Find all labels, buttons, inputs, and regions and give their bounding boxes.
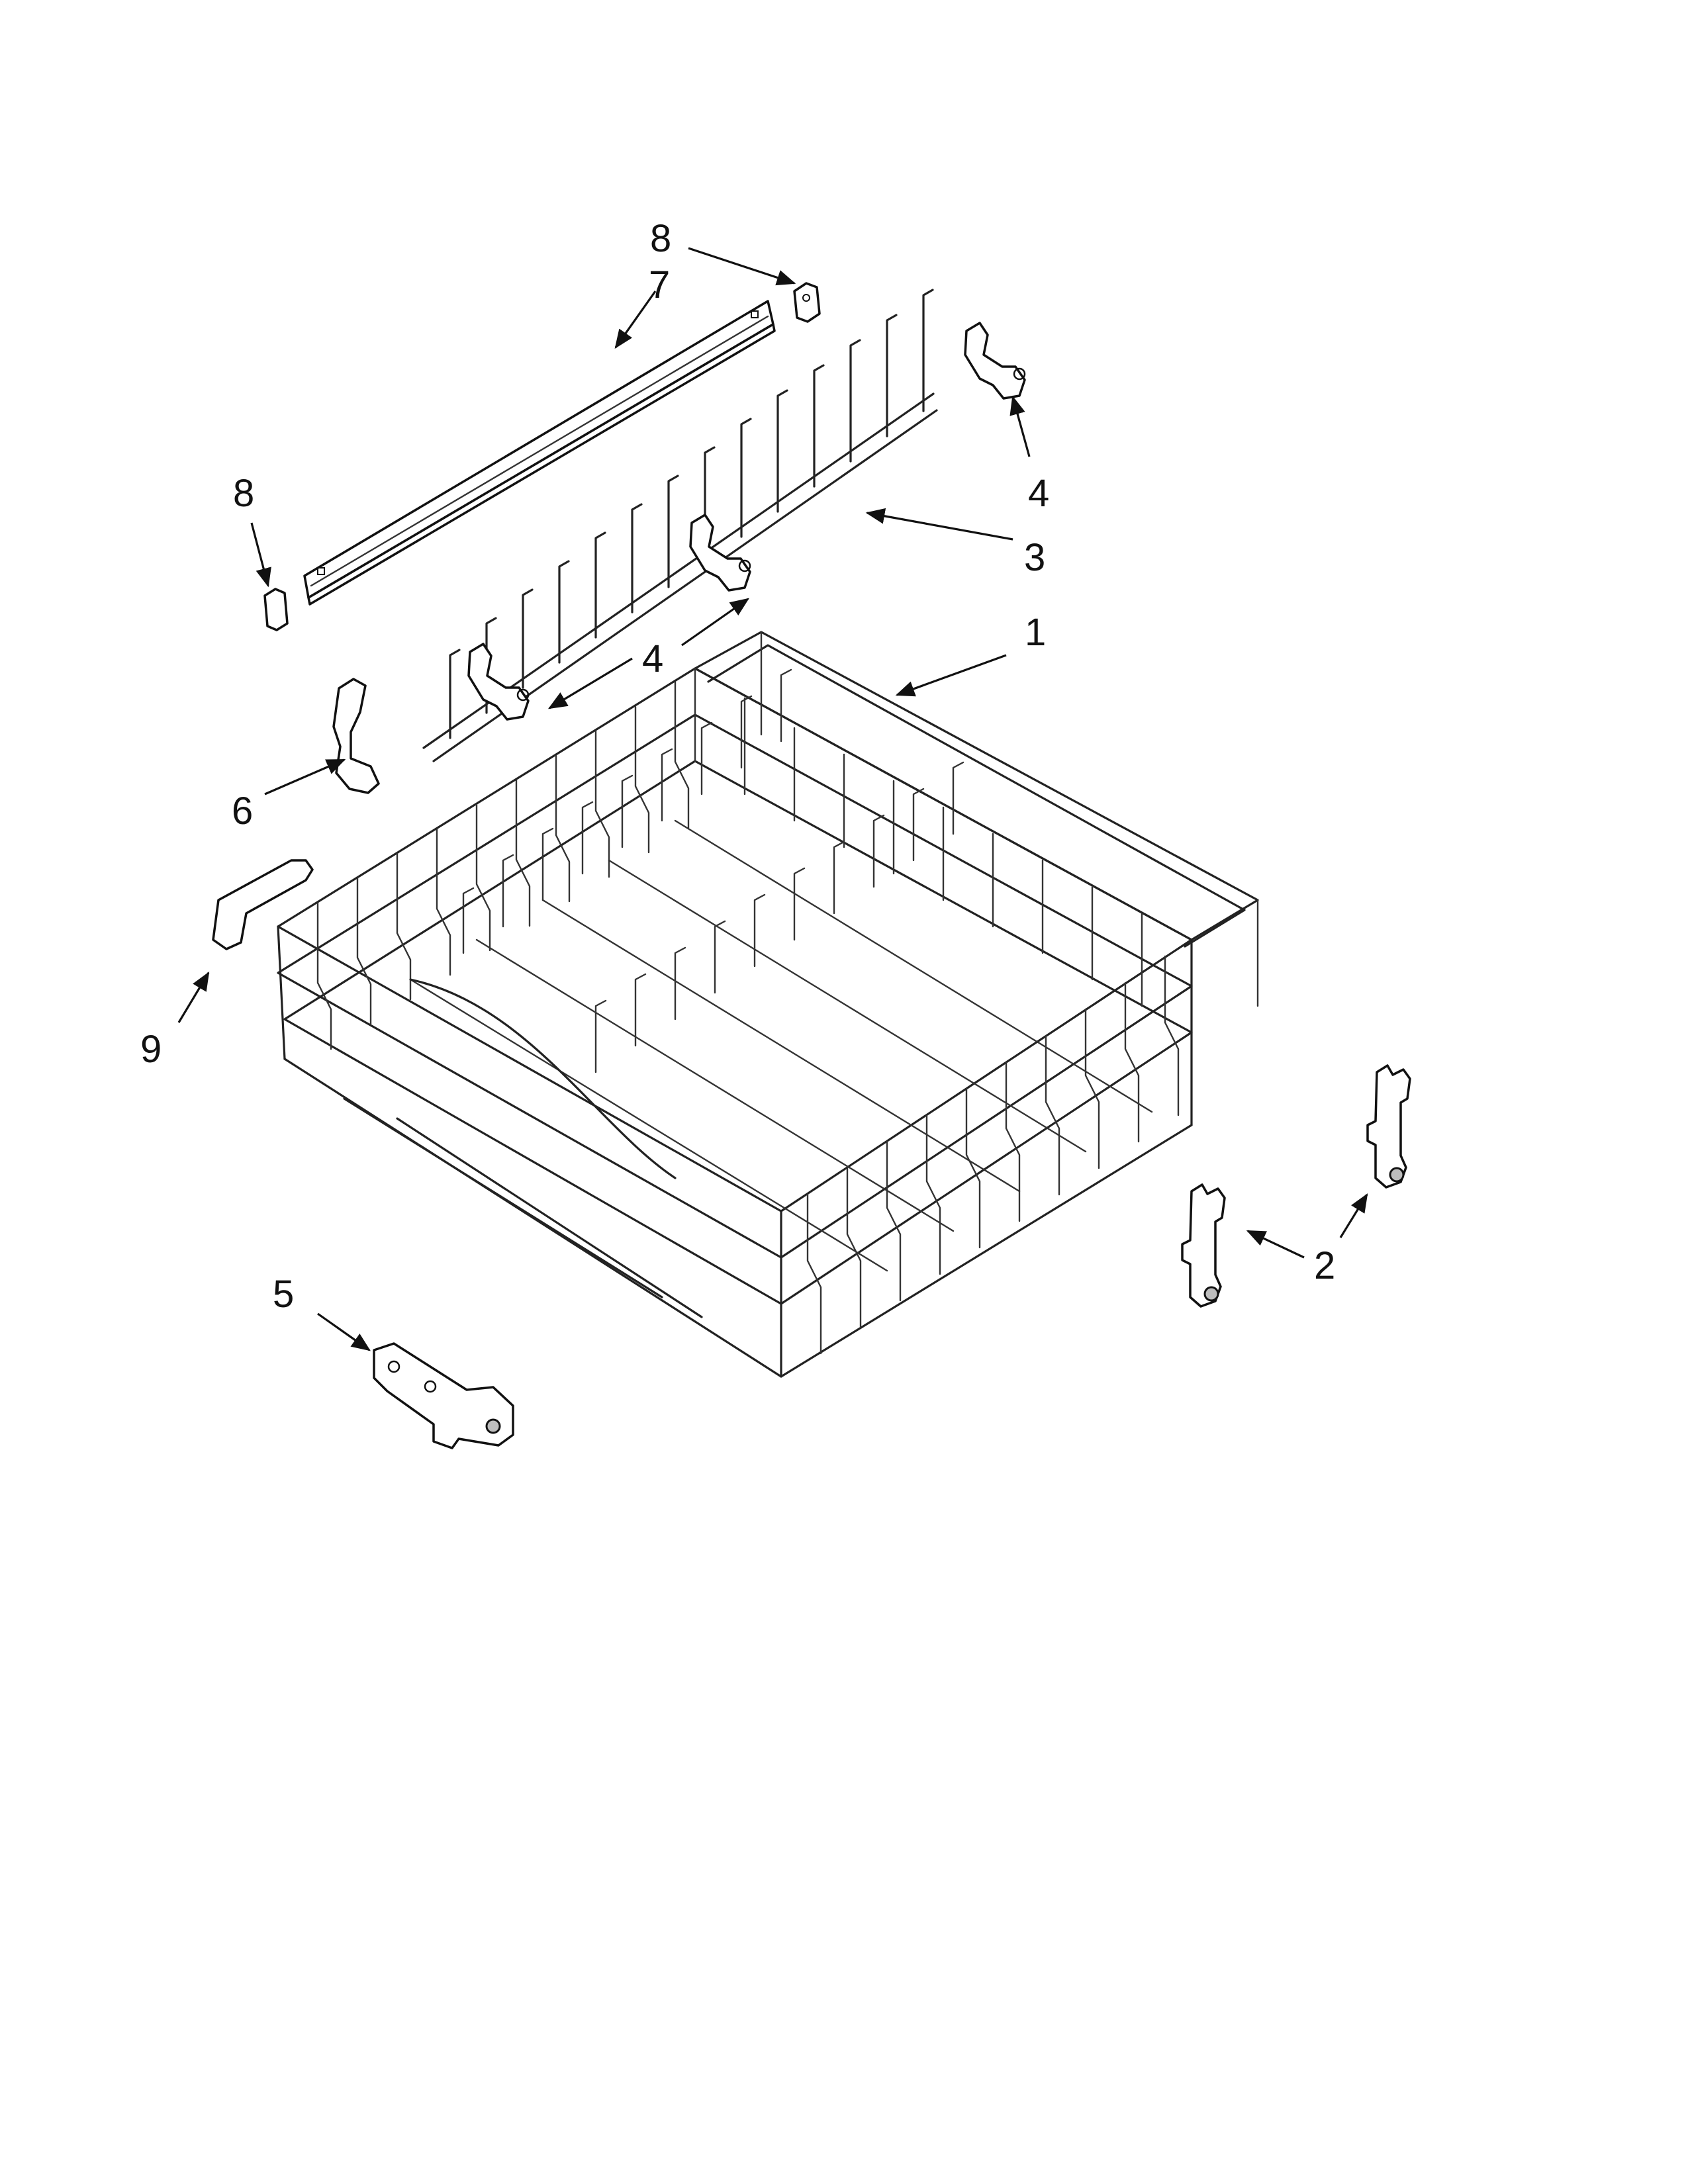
leader-4-left	[547, 657, 633, 709]
leader-7	[614, 291, 657, 349]
leader-3	[865, 508, 1013, 541]
callout-4-top: 4	[1028, 472, 1049, 515]
upper-rack-basket-part-1	[277, 631, 1259, 1378]
leader-4-middle	[681, 598, 749, 647]
rack-adjuster-plate-part-5	[373, 1342, 514, 1449]
leader-4-top	[1009, 395, 1031, 457]
rack-latch-part-9	[212, 859, 314, 950]
callout-6: 6	[232, 790, 253, 833]
leader-8-left	[250, 522, 271, 588]
leader-2-left	[1246, 1230, 1305, 1259]
callout-4-middle: 4	[642, 637, 663, 680]
callout-3: 3	[1024, 536, 1045, 579]
tine-clip-part-4-middle	[689, 514, 751, 592]
rack-adjuster-part-2-left	[1181, 1183, 1226, 1308]
rack-stop-part-6	[332, 678, 380, 794]
callout-8-left: 8	[233, 472, 254, 515]
leader-6	[264, 758, 346, 796]
callout-9: 9	[140, 1028, 162, 1071]
callout-5: 5	[273, 1273, 294, 1316]
leader-5	[317, 1312, 371, 1351]
rack-adjuster-part-2-right	[1366, 1064, 1411, 1189]
leader-2-right	[1339, 1193, 1368, 1238]
callout-1: 1	[1025, 611, 1046, 654]
leader-lines	[177, 247, 1368, 1351]
leader-8-top	[688, 247, 796, 286]
rack-rail-part-7	[303, 300, 776, 606]
rail-end-cap-part-8-top	[793, 282, 821, 323]
leader-9	[177, 971, 210, 1023]
callout-2: 2	[1314, 1244, 1335, 1287]
callout-7: 7	[649, 263, 670, 306]
callout-8-top: 8	[650, 217, 671, 260]
leader-1	[895, 654, 1007, 697]
callout-labels: 8 7 8 4 3 1 4 6 9 5 2	[140, 217, 1335, 1316]
tine-clip-part-4-top-right	[964, 322, 1026, 400]
tine-clip-part-4-left	[467, 643, 530, 721]
rail-end-cap-part-8-left	[263, 588, 289, 631]
